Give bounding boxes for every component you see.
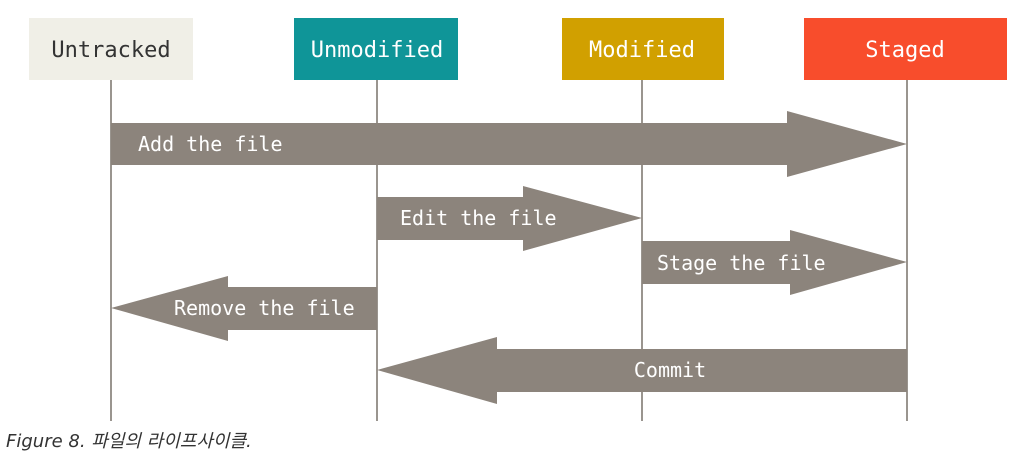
state-staged: Staged <box>804 18 1007 80</box>
arrow-add-the-file-label: Add the file <box>138 132 283 156</box>
arrow-remove-the-file-label: Remove the file <box>174 296 355 320</box>
arrow-add-the-file-shape <box>111 111 907 177</box>
state-modified: Modified <box>562 18 724 80</box>
arrow-commit-label: Commit <box>634 358 706 382</box>
state-unmodified: Unmodified <box>294 18 458 80</box>
state-unmodified-box <box>294 18 458 80</box>
state-modified-box <box>562 18 724 80</box>
arrow-stage-the-file-shape <box>642 230 907 295</box>
state-untracked-box <box>29 18 193 80</box>
arrow-edit-the-file-label: Edit the file <box>400 206 557 230</box>
arrow-edit-the-file-shape <box>377 186 642 251</box>
arrow-commit-shape <box>377 337 907 404</box>
figure-caption-prefix: Figure 8. <box>6 431 86 452</box>
arrow-add-the-file: Add the file <box>111 111 907 177</box>
arrow-remove-the-file-shape <box>111 276 377 341</box>
state-staged-box <box>804 18 1007 80</box>
arrow-edit-the-file: Edit the file <box>377 186 642 251</box>
arrow-stage-the-file: Stage the file <box>642 230 907 295</box>
arrow-stage-the-file-label: Stage the file <box>657 251 826 275</box>
state-untracked: Untracked <box>29 18 193 80</box>
state-unmodified-label: Unmodified <box>311 38 443 63</box>
state-staged-label: Staged <box>865 38 944 63</box>
figure-caption: Figure 8. 파일의 라이프사이클. <box>6 427 252 453</box>
state-untracked-label: Untracked <box>51 38 170 63</box>
arrow-remove-the-file: Remove the file <box>111 276 377 341</box>
state-modified-label: Modified <box>589 38 695 63</box>
figure-caption-text: 파일의 라이프사이클. <box>85 431 252 452</box>
arrow-commit: Commit <box>377 337 907 404</box>
